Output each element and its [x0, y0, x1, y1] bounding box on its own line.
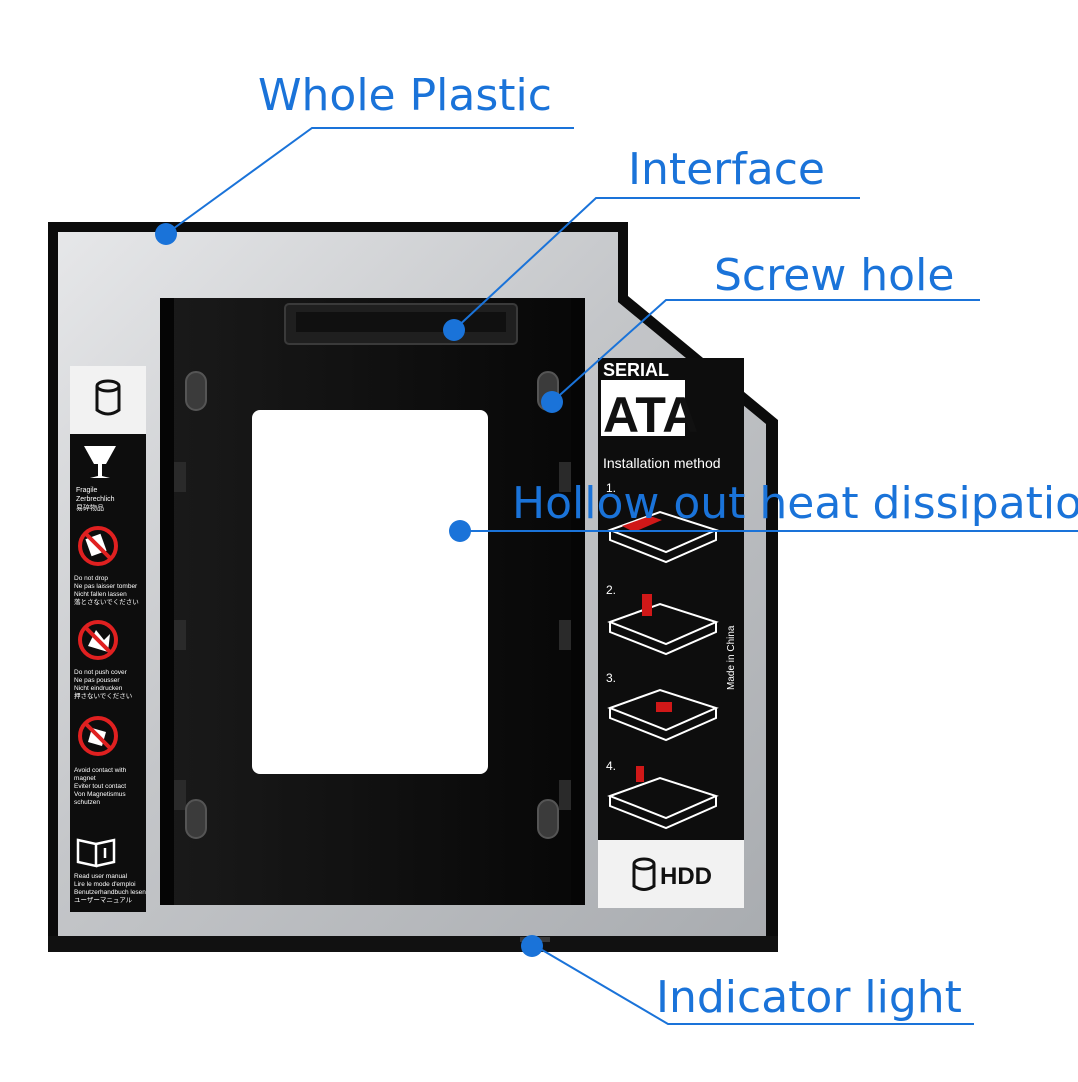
fragile-glass-icon	[84, 446, 116, 478]
callout-screw-hole: Screw hole	[714, 250, 955, 301]
step-2: 2.	[606, 583, 616, 597]
manual-text-3: Benutzerhandbuch lesen	[74, 889, 146, 896]
no-push-text-4: 押さないでください	[74, 691, 132, 700]
rail-notches	[174, 462, 571, 810]
step-2-diagram	[607, 594, 719, 656]
no-drop-text-3: Nicht fallen lassen	[74, 591, 127, 598]
made-in-text: Made in China	[726, 625, 737, 690]
step-4: 4.	[606, 759, 616, 773]
no-drop-text-1: Do not drop	[74, 575, 108, 582]
step-3: 3.	[606, 671, 616, 685]
magnet-text-3: Eviter tout contact	[74, 783, 126, 790]
left-label: Fragile Zerbrechlich 易碎物品 Do not drop Ne…	[70, 366, 146, 912]
step-1: 1.	[606, 481, 616, 495]
installation-method-text: Installation method	[603, 455, 721, 471]
step-4-diagram	[607, 766, 719, 830]
callout-lines	[165, 127, 1078, 1025]
no-drop-icon	[78, 526, 118, 566]
hdd-icon	[632, 857, 656, 891]
manual-text-4: ユーザーマニュアル	[74, 896, 133, 904]
ata-text: ATA	[603, 387, 698, 443]
manual-book-icon	[76, 838, 116, 868]
fragile-text-1: Fragile	[76, 487, 98, 494]
manual-text-2: Lire le mode d'emploi	[74, 881, 136, 888]
callout-interface: Interface	[628, 144, 825, 195]
manual-text-1: Read user manual	[74, 873, 128, 880]
callout-indicator-light: Indicator light	[656, 972, 962, 1023]
hdd-text: HDD	[660, 863, 712, 890]
no-push-text-3: Nicht eindrucken	[74, 685, 123, 692]
fragile-text-2: Zerbrechlich	[76, 496, 115, 503]
bottom-lip	[48, 936, 778, 952]
magnet-text-5: schutzen	[74, 799, 100, 806]
drive-icon	[95, 379, 121, 416]
magnet-text-2: magnet	[74, 775, 96, 782]
callout-hollow-out: Hollow out heat dissipation	[512, 482, 1078, 526]
callout-whole-plastic: Whole Plastic	[258, 70, 552, 121]
no-push-icon	[78, 620, 118, 660]
no-drop-text-4: 落とさないでください	[74, 597, 139, 606]
no-magnet-icon	[78, 716, 118, 756]
callout-dots	[155, 223, 563, 957]
no-drop-text-2: Ne pas laisser tomber	[74, 583, 138, 590]
hollow-window	[252, 410, 488, 774]
no-push-text-1: Do not push cover	[74, 669, 128, 676]
magnet-text-1: Avoid contact with	[74, 767, 127, 774]
serial-text: SERIAL	[603, 360, 669, 380]
right-label: SERIAL ATA Installation method 1. 2. 3. …	[598, 358, 744, 908]
step-3-diagram	[607, 688, 719, 742]
no-push-text-2: Ne pas pousser	[74, 677, 120, 684]
magnet-text-4: Von Magnetismus	[74, 791, 126, 798]
fragile-text-3: 易碎物品	[76, 503, 104, 512]
